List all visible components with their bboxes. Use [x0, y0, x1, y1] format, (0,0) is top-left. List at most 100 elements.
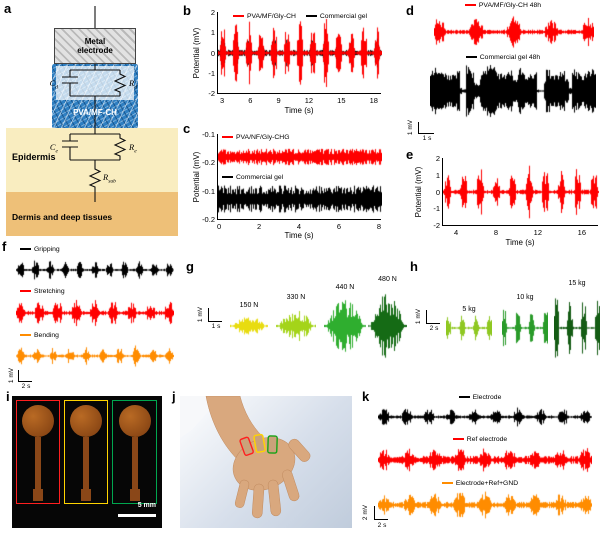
finger-ring: [252, 483, 265, 519]
i-scale-text: 5 mm: [137, 502, 156, 509]
finger-middle: [267, 479, 282, 517]
k-scale-horizontal: 2 s: [377, 522, 387, 529]
panel-d: d PVA/MF/Gly-CH 48h Commercial gel 48h 1…: [406, 0, 600, 148]
panel-k: k Electrode Ref electrode Electrode+Ref+…: [360, 388, 600, 533]
electrode-disc: [118, 405, 151, 437]
legend-marker-orange: [20, 334, 31, 337]
legend-marker-black: [465, 56, 477, 59]
legend-marker-orange: [441, 482, 453, 485]
legend-marker-red: [232, 15, 244, 18]
dermis-layer: [6, 192, 178, 236]
c-legend-top: PVA/NF/Gly-CHG: [222, 134, 290, 141]
legend-label-gel-48h: Commercial gel 48h: [479, 54, 541, 61]
g-burst-440N: [324, 286, 366, 366]
d-legend-top: PVA/MF/Gly-CH 48h: [406, 2, 600, 9]
e-trace: [443, 158, 599, 226]
x-tick: 18: [369, 96, 378, 105]
electrode-disc: [70, 405, 102, 437]
d-legend-bottom: Commercial gel 48h: [406, 54, 600, 61]
h-burst-5kg: [446, 286, 492, 370]
k-legend-electrode: Electrode: [360, 394, 600, 401]
metal-electrode-box: Metal electrode: [54, 28, 136, 64]
g-scale-vertical: 1 mV: [197, 306, 205, 323]
legend-label-electrode: Electrode: [472, 394, 502, 401]
y-tick: 1: [210, 28, 215, 38]
skin-electrode-circuit-diagram: Cd Rd Ce Re Rsub: [50, 6, 137, 202]
x-tick: 6: [336, 222, 342, 231]
electrode-stem: [83, 437, 89, 489]
re-label: Re: [128, 142, 137, 155]
hand-illustration: [180, 395, 311, 519]
f-scale-vertical: 1 mV: [8, 367, 16, 384]
capacitor-ce-symbol: [62, 133, 120, 160]
cd-label: Cd: [50, 78, 59, 91]
h-label-15kg: 15 kg: [568, 280, 586, 287]
d-scale-bar: 1 mV 1 s: [407, 120, 434, 142]
legend-marker-red: [452, 438, 464, 441]
legend-label-pva: PVA/MF/Gly-CH: [246, 13, 296, 20]
k-trace-electrode: [378, 403, 592, 431]
y-tick: -0.1: [202, 186, 215, 196]
f-legend-bending: Bending: [20, 332, 59, 339]
k-trace-ref: [378, 445, 592, 475]
legend-marker-black: [305, 15, 317, 18]
legend-label-stretching: Stretching: [34, 288, 65, 295]
finger-index: [282, 469, 300, 502]
x-tick: 6: [248, 96, 253, 105]
c-plot-area: PVA/NF/Gly-CHG Commercial gel: [217, 134, 382, 220]
c-trace-pva: [218, 142, 382, 172]
k-scale-bar: 2 mV 2 s: [362, 505, 388, 529]
epidermis-label: Epidermis: [12, 152, 56, 162]
capacitor-cd-symbol: [62, 70, 78, 96]
panel-b: b Potential (mV) PVA/MF/Gly-CH Commercia…: [183, 0, 405, 120]
legend-label-gnd: Electrode+Ref+GND: [455, 480, 519, 487]
x-tick: 9: [276, 96, 281, 105]
c-x-axis-label: Time (s): [284, 231, 314, 240]
legend-marker-black: [458, 396, 470, 399]
electrode-outline-green: [112, 400, 157, 504]
ce-label: Ce: [50, 142, 59, 155]
x-tick: 4: [454, 228, 459, 237]
g-burst-150N: [230, 286, 268, 366]
panel-h: h 1 mV 2 s 5 kg 10 kg 15 kg: [410, 256, 600, 388]
legend-marker-red: [20, 290, 31, 293]
interface-top-rail: [70, 64, 120, 71]
panel-f: f Gripping Stretching Bending 1 mV 2 s: [2, 240, 182, 390]
legend-marker-black: [222, 176, 233, 179]
legend-label-gel: Commercial gel: [236, 174, 284, 181]
h-scale-horizontal: 2 s: [429, 325, 439, 332]
x-tick: 4: [296, 222, 302, 231]
f-legend-gripping: Gripping: [20, 246, 60, 253]
f-scale-horizontal: 2 s: [21, 383, 31, 390]
electrode-pad: [33, 489, 43, 501]
electrode-stem: [131, 437, 138, 489]
panel-label-g: g: [186, 259, 194, 274]
k-legend-gnd: Electrode+Ref+GND: [360, 480, 600, 487]
hand-electrode-red: [239, 436, 254, 456]
f-scale-bar: 1 mV 2 s: [8, 368, 32, 390]
hand-electrode-green: [267, 435, 278, 454]
x-tick: 8: [376, 222, 381, 231]
legend-label-pva: PVA/NF/Gly-CHG: [236, 134, 290, 141]
electrode-outline-yellow: [64, 400, 108, 504]
electrode-pad: [129, 489, 140, 501]
panel-j: j: [172, 390, 358, 532]
h-scale-vertical: 1 mV: [415, 308, 423, 325]
finger-pinky: [234, 479, 250, 508]
legend-label-pva-48h: PVA/MF/Gly-CH 48h: [478, 2, 542, 9]
panel-i: i 5 mm: [2, 390, 170, 532]
x-tick: 3: [220, 96, 225, 105]
y-tick: 0: [210, 48, 215, 58]
electrode-disc: [22, 405, 54, 437]
x-tick: 15: [337, 96, 346, 105]
x-tick: 16: [577, 228, 586, 237]
metal-electrode-label: Metal electrode: [77, 36, 113, 55]
epidermis-bottom-rail: [70, 159, 120, 166]
y-tick: -1: [433, 204, 440, 214]
panel-label-j: j: [172, 389, 176, 404]
legend-marker-black: [20, 248, 31, 251]
